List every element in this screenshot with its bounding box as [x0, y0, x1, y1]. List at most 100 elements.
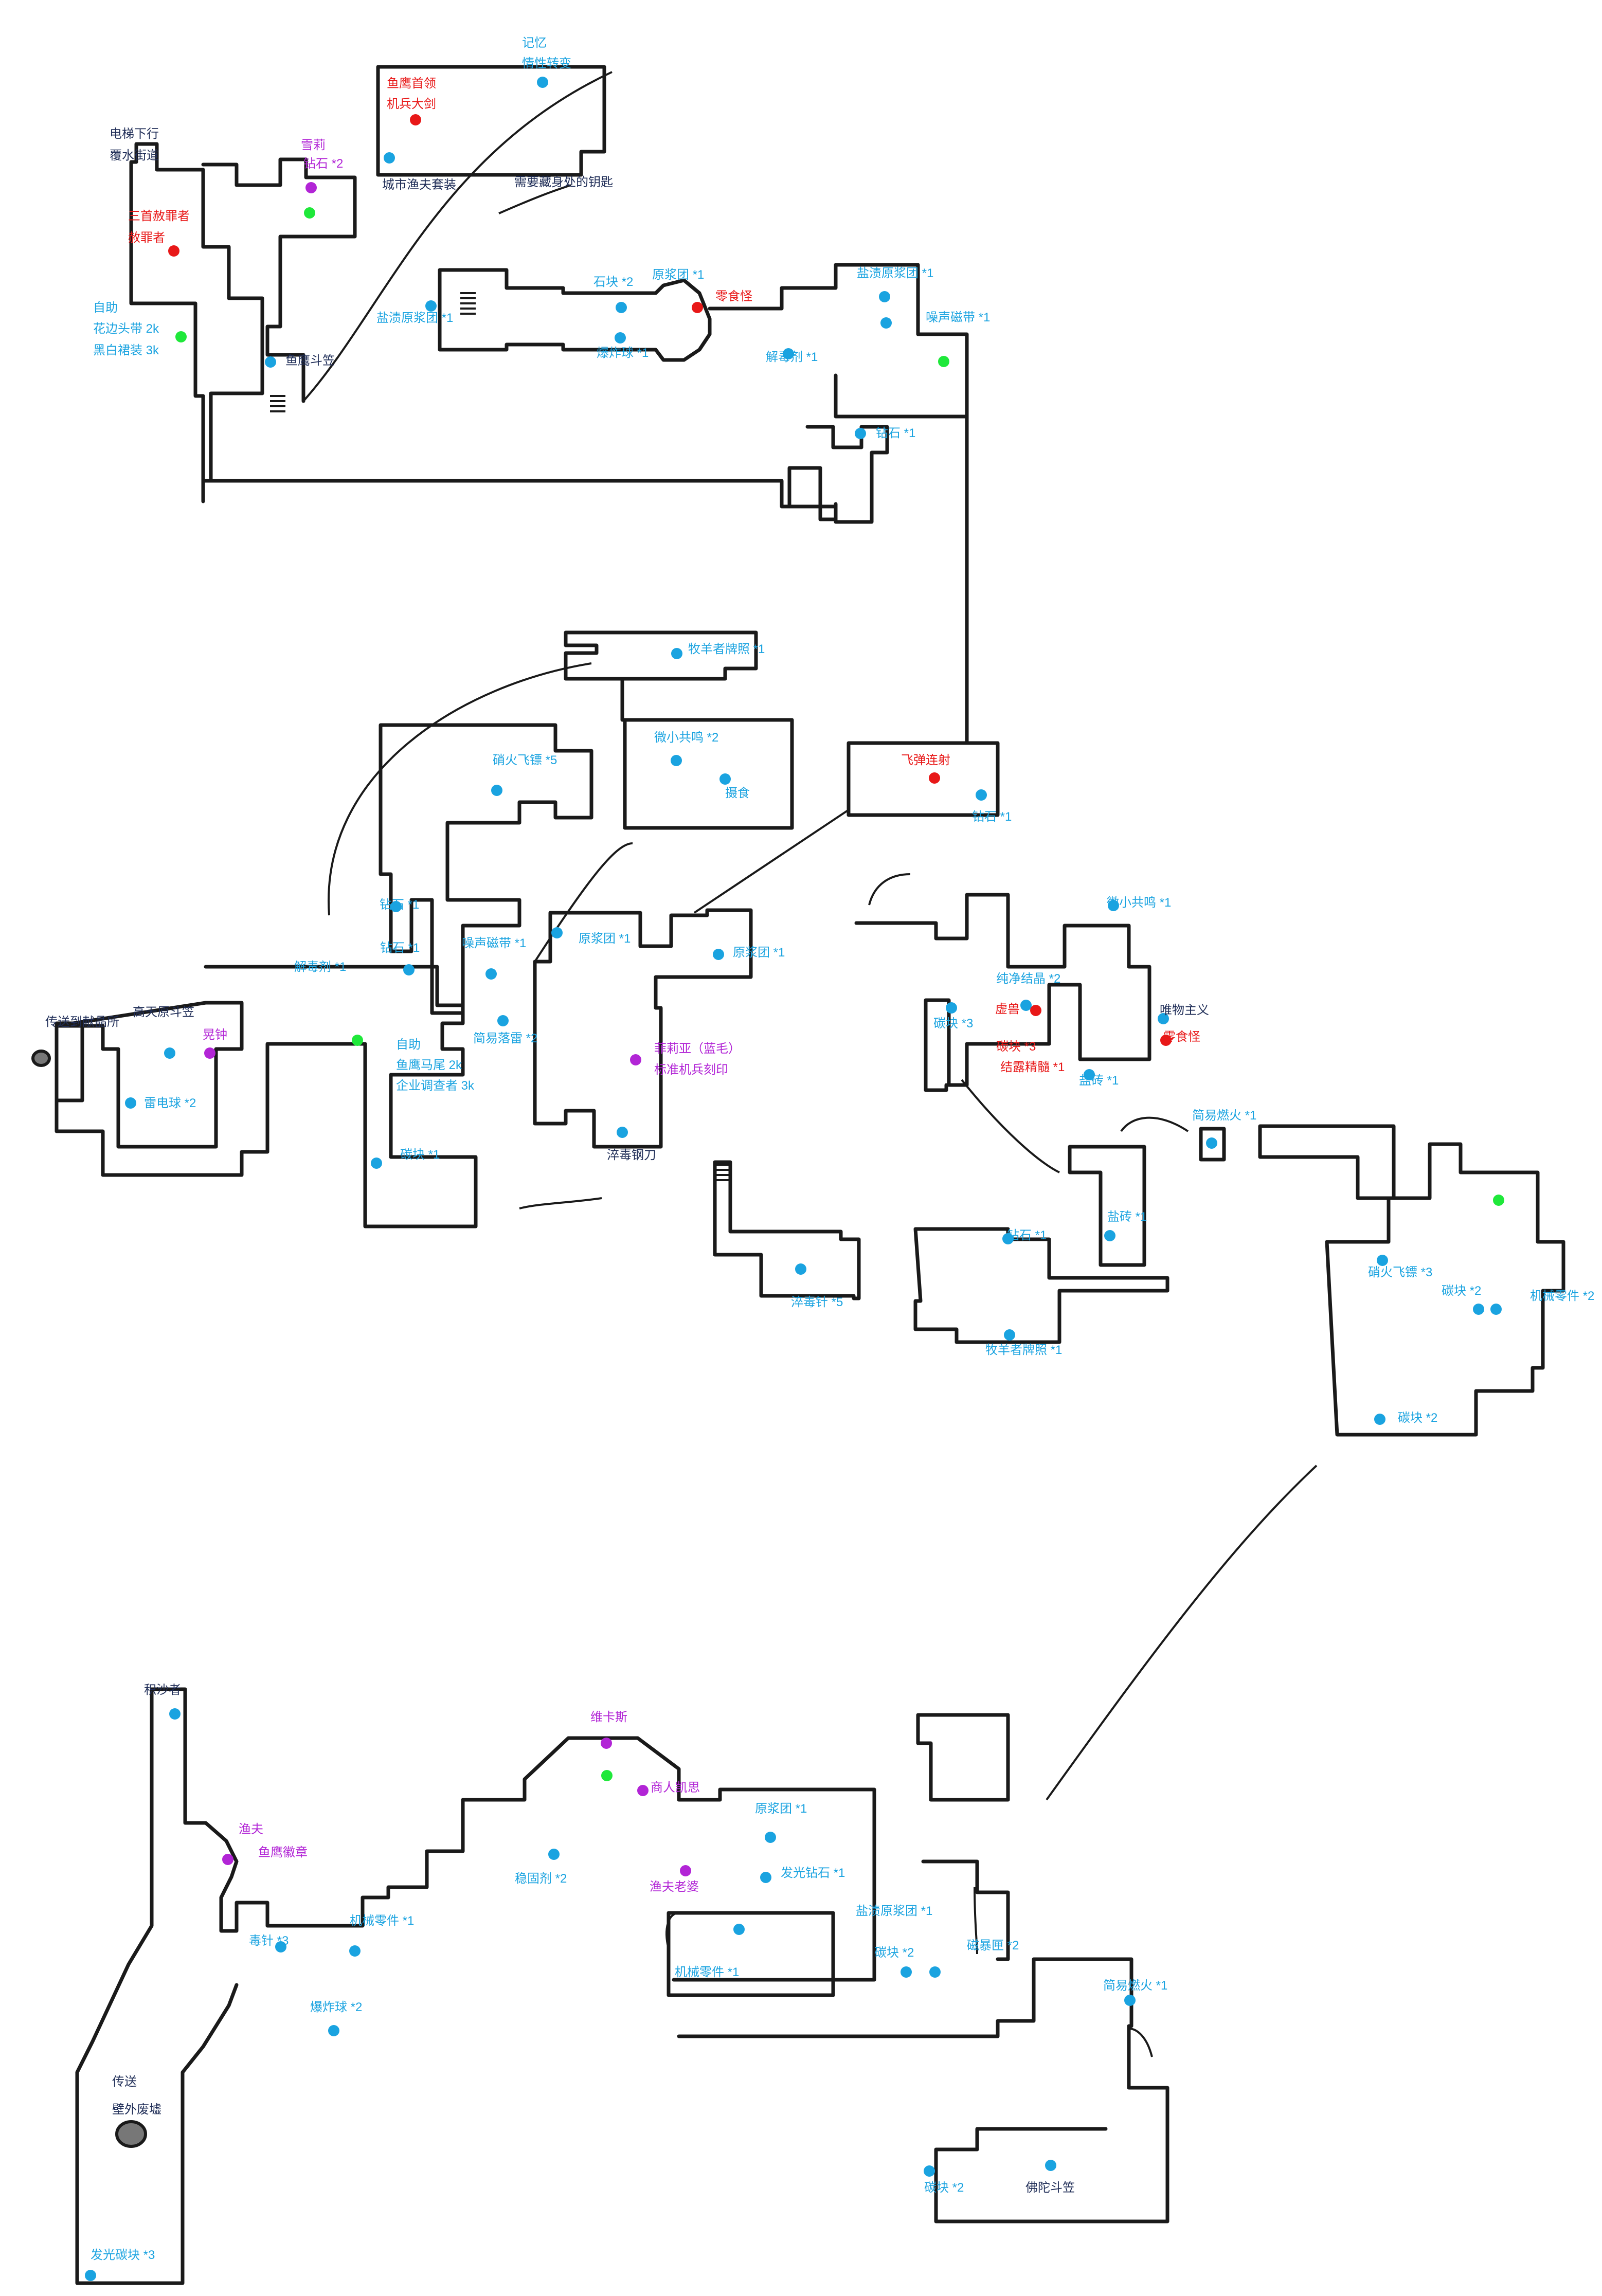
save-marker[interactable] — [175, 331, 187, 342]
item-marker[interactable] — [349, 1945, 361, 1957]
item-marker[interactable] — [783, 348, 794, 359]
item-marker[interactable] — [901, 1966, 912, 1978]
item-marker[interactable] — [733, 1924, 745, 1935]
item-marker[interactable] — [1490, 1304, 1502, 1315]
save-marker[interactable] — [601, 1770, 613, 1781]
map-label-brick2d: 碳块 *2 — [924, 2181, 964, 2195]
save-marker[interactable] — [1493, 1195, 1504, 1206]
npc-marker[interactable] — [601, 1738, 612, 1749]
item-marker[interactable] — [548, 1849, 560, 1860]
item-marker[interactable] — [403, 964, 415, 975]
item-marker[interactable] — [1124, 1995, 1136, 2006]
item-marker[interactable] — [760, 1872, 771, 1883]
map-label-sulfur5: 硝火飞镖 *5 — [493, 753, 557, 767]
item-marker[interactable] — [485, 968, 497, 980]
item-marker[interactable] — [765, 1832, 776, 1843]
npc-marker[interactable] — [637, 1785, 649, 1796]
item-marker[interactable] — [1377, 1255, 1388, 1266]
stairs-icon — [715, 1164, 730, 1181]
map-label-enterprise: 企业调查者 3k — [396, 1079, 475, 1093]
item-marker[interactable] — [125, 1097, 136, 1109]
npc-marker[interactable] — [204, 1047, 215, 1059]
portal-group — [31, 1050, 147, 2148]
item-marker[interactable] — [1004, 1329, 1015, 1341]
item-marker[interactable] — [1084, 1069, 1095, 1080]
item-marker[interactable] — [671, 648, 682, 659]
map-label-vending: 自助 — [93, 301, 118, 315]
npc-marker[interactable] — [222, 1854, 233, 1865]
map-walls — [55, 65, 1565, 2285]
map-label-needle3: 毒针 *3 — [249, 1934, 289, 1948]
item-marker[interactable] — [615, 332, 626, 344]
boss-marker[interactable] — [410, 114, 421, 125]
save-marker[interactable] — [352, 1035, 363, 1046]
item-marker[interactable] — [1158, 1013, 1169, 1024]
item-marker[interactable] — [275, 1941, 286, 1952]
item-marker[interactable] — [946, 1002, 957, 1014]
item-marker[interactable] — [976, 789, 987, 801]
item-marker[interactable] — [85, 2270, 96, 2281]
item-marker[interactable] — [164, 1047, 175, 1059]
map-label-simple-mine: 简易落雷 *2 — [473, 1032, 537, 1045]
portal-stone-icon[interactable] — [115, 2120, 147, 2148]
map-label-teleport-a: 传送到献晶所 — [45, 1015, 119, 1029]
map-label-magnet: 磁暴匣 *2 — [967, 1939, 1019, 1952]
map-label-diamond-e: 钻石 *1 — [1007, 1228, 1047, 1242]
item-marker[interactable] — [491, 785, 502, 796]
item-marker[interactable] — [1374, 1414, 1385, 1425]
map-label-easy-fire: 简易燃火 *1 — [1192, 1109, 1256, 1123]
map-label-plainhat: 高天原斗笠 — [133, 1005, 194, 1019]
item-marker[interactable] — [795, 1263, 806, 1275]
item-marker[interactable] — [1473, 1304, 1484, 1315]
map-label-noise-tape: 噪声磁带 *1 — [926, 311, 990, 324]
map-label-antidote-c: 解毒剂 *1 — [294, 960, 346, 974]
map-label-tamed: 情性转变 — [522, 57, 571, 70]
item-marker[interactable] — [1020, 1000, 1032, 1011]
map-label-salt-brick: 盐砖 *1 — [1079, 1074, 1119, 1088]
portal-stone-icon[interactable] — [31, 1050, 51, 1067]
item-marker[interactable] — [929, 1966, 941, 1978]
item-marker[interactable] — [1104, 1230, 1115, 1241]
map-label-fisher-old: 渔夫老婆 — [650, 1880, 699, 1894]
map-label-glow-diamond: 发光钻石 *1 — [781, 1866, 845, 1880]
save-marker[interactable] — [938, 356, 949, 367]
label-layer: 记忆情性转变鱼鹰首领机兵大剑城市渔夫套装需要藏身处的钥匙电梯下行覆水街道雪莉钻石… — [45, 36, 1594, 2262]
boss-marker[interactable] — [1160, 1035, 1172, 1046]
item-marker[interactable] — [371, 1158, 382, 1169]
item-marker[interactable] — [1002, 1233, 1014, 1244]
item-marker[interactable] — [713, 949, 724, 960]
item-marker[interactable] — [425, 300, 437, 312]
item-marker[interactable] — [390, 901, 402, 912]
item-marker[interactable] — [497, 1015, 509, 1026]
boss-marker[interactable] — [168, 245, 179, 257]
save-marker[interactable] — [304, 207, 315, 219]
item-marker[interactable] — [1045, 2160, 1056, 2171]
map-label-vending2: 自助 — [396, 1038, 421, 1052]
map-label-bomb2: 爆炸球 *2 — [310, 2000, 362, 2014]
item-marker[interactable] — [265, 356, 276, 368]
npc-marker[interactable] — [630, 1054, 641, 1065]
item-marker[interactable] — [1206, 1137, 1217, 1149]
item-marker[interactable] — [879, 291, 890, 302]
item-marker[interactable] — [855, 428, 866, 439]
boss-marker[interactable] — [692, 302, 703, 313]
item-marker[interactable] — [328, 2025, 339, 2036]
item-marker[interactable] — [924, 2165, 935, 2177]
item-marker[interactable] — [616, 302, 627, 313]
item-marker[interactable] — [537, 77, 548, 88]
map-label-snow: 雪莉 — [301, 138, 326, 152]
npc-marker[interactable] — [305, 182, 317, 193]
item-marker[interactable] — [880, 317, 892, 329]
item-marker[interactable] — [169, 1708, 181, 1720]
item-marker[interactable] — [617, 1127, 628, 1138]
map-label-proto-f: 原浆团 *1 — [755, 1802, 807, 1816]
item-marker[interactable] — [551, 927, 563, 938]
npc-marker[interactable] — [680, 1865, 691, 1876]
map-label-mech1: 机械零件 *1 — [350, 1914, 414, 1928]
item-marker[interactable] — [1108, 900, 1119, 911]
boss-marker[interactable] — [929, 772, 940, 784]
item-marker[interactable] — [671, 755, 682, 766]
item-marker[interactable] — [384, 152, 395, 164]
item-marker[interactable] — [719, 773, 731, 785]
boss-marker[interactable] — [1030, 1005, 1041, 1016]
